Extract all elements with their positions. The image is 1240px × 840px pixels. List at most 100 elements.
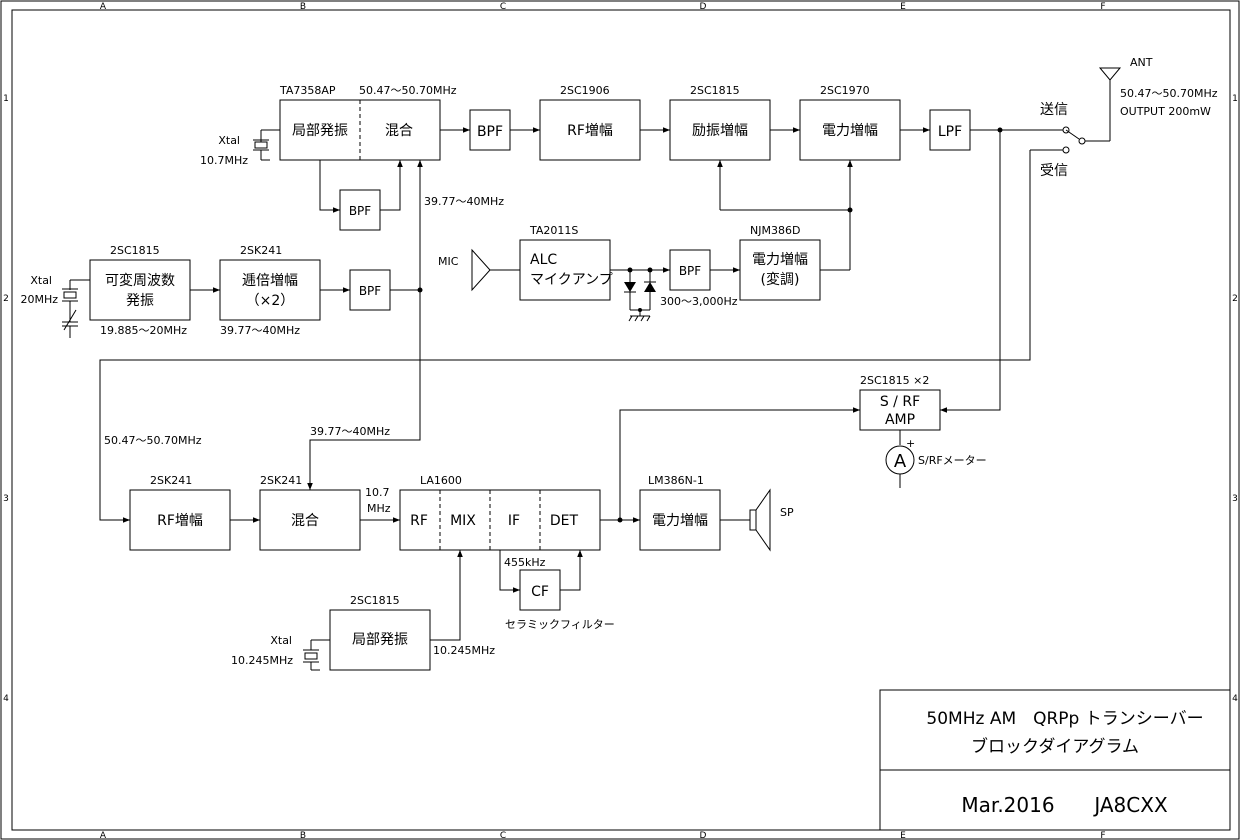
rf-amp-tx-label: RF増幅 xyxy=(567,123,613,139)
part-mixer-rx: 2SK241 xyxy=(260,474,302,487)
ant-output: OUTPUT 200mW xyxy=(1120,105,1211,118)
block-vfo: 2SC1815 可変周波数 発振 19.885～20MHz xyxy=(89,244,191,337)
lo-rx-freq: 10.245MHz xyxy=(433,644,495,657)
grid-row-left: 2 xyxy=(3,294,9,304)
part-la1600: LA1600 xyxy=(420,474,462,487)
meter-section: 2SC1815 ×2 S / RF AMP A + S/RFメーター xyxy=(619,130,1001,520)
block-tx-bpf: BPF xyxy=(469,109,511,151)
if1-unit: MHz xyxy=(367,502,391,515)
grid-row-left: 4 xyxy=(3,694,9,704)
block-driver: 2SC1815 励振増幅 xyxy=(669,84,771,161)
block-vfo-bpf: BPF xyxy=(349,269,391,311)
mic-label: MIC xyxy=(438,255,459,268)
alc-line2: マイクアンプ xyxy=(530,272,613,288)
freq-rx-in: 50.47～50.70MHz xyxy=(104,434,202,447)
la1600-det: DET xyxy=(550,513,579,529)
grid-col-top: A xyxy=(100,2,107,12)
part-lo-rx: 2SC1815 xyxy=(350,594,400,607)
grid-col-bottom: C xyxy=(500,831,506,840)
part-meter-amp: 2SC1815 ×2 xyxy=(860,374,929,387)
xtal1-label: Xtal xyxy=(218,134,240,147)
ant-label: ANT xyxy=(1130,56,1153,69)
mixer-rx-label: 混合 xyxy=(291,513,319,529)
rf-amp-rx-label: RF増幅 xyxy=(157,513,203,529)
freq-rx-lo: 39.77～40MHz xyxy=(310,425,390,438)
speaker-icon xyxy=(749,488,771,552)
grid-col-top: B xyxy=(300,2,306,12)
part-2sc1970: 2SC1970 xyxy=(820,84,870,97)
block-af-amp: LM386N-1 電力増幅 xyxy=(639,474,721,551)
mic-bpf-label: BPF xyxy=(679,264,701,278)
title-author: JA8CXX xyxy=(1092,793,1168,817)
crystal-20mhz: Xtal 20MHz xyxy=(20,274,90,338)
freq-lo-in: 39.77～40MHz xyxy=(424,195,504,208)
tx-label: 送信 xyxy=(1040,102,1068,118)
block-modulator: NJM386D 電力増幅 (変調) xyxy=(739,224,821,301)
vfo-freq: 19.885～20MHz xyxy=(100,324,187,337)
lo-rx-label: 局部発振 xyxy=(352,632,408,648)
grid-row-right: 3 xyxy=(1232,494,1238,504)
tx-bpf-label: BPF xyxy=(477,124,503,140)
grid-col-bottom: A xyxy=(100,831,107,840)
title-date: Mar.2016 xyxy=(961,793,1054,817)
block-alc: TA2011S ALC マイクアンプ xyxy=(519,224,613,301)
part-2sc1815-driver: 2SC1815 xyxy=(690,84,740,97)
la1600-if: IF xyxy=(508,513,520,529)
xtal3-freq: 10.245MHz xyxy=(231,654,293,667)
la1600-mix: MIX xyxy=(450,513,476,529)
grid-row-right: 1 xyxy=(1232,94,1238,104)
lpf-label: LPF xyxy=(938,124,962,140)
grid-references: A B C D E F A B C D E F 1 2 3 4 1 2 3 4 xyxy=(3,2,1238,840)
block-mic-bpf: BPF 300～3,000Hz xyxy=(660,249,738,308)
tx-chain: Xtal 10.7MHz TA7358AP 50.47～50.70MHz 局部発… xyxy=(200,84,1063,290)
meter-amp-line1: S / RF xyxy=(880,394,920,410)
block-lo-bpf: BPF xyxy=(319,160,403,231)
block-ta7358ap-mixer: 混合 xyxy=(385,123,413,139)
grid-col-top: D xyxy=(700,2,707,12)
doubler-freq: 39.77～40MHz xyxy=(220,324,300,337)
xtal2-label: Xtal xyxy=(30,274,52,287)
lo-bpf-label: BPF xyxy=(349,204,371,218)
cf-name: セラミックフィルター xyxy=(505,618,615,631)
af-amp-label: 電力増幅 xyxy=(652,513,708,529)
grid-col-top: F xyxy=(1100,2,1105,12)
cf-freq: 455kHz xyxy=(504,556,546,569)
part-af-amp: LM386N-1 xyxy=(648,474,704,487)
crystal-10-245mhz: Xtal 10.245MHz xyxy=(231,634,330,671)
driver-label: 励振増幅 xyxy=(692,123,748,139)
grid-col-bottom: B xyxy=(300,831,306,840)
rx-chain: 50.47～50.70MHz 2SK241 RF増幅 2SK241 混合 10.… xyxy=(104,434,794,671)
meter-plus: + xyxy=(906,437,915,450)
vfo-chain: Xtal 20MHz 2SC1815 可変周波数 発振 19.885～20MHz… xyxy=(20,244,423,490)
part-doubler: 2SK241 xyxy=(240,244,282,257)
doubler-line2: （×2） xyxy=(246,293,295,309)
title-line2: ブロックダイアグラム xyxy=(971,736,1139,757)
meter-symbol: A xyxy=(894,451,907,472)
block-lo-rx: 2SC1815 局部発振 10.245MHz xyxy=(329,594,495,671)
part-ta7358ap: TA7358AP xyxy=(279,84,336,97)
grid-col-bottom: E xyxy=(900,831,906,840)
modulator-line1: 電力増幅 xyxy=(752,252,808,268)
rx-label: 受信 xyxy=(1040,163,1068,179)
title-block: 50MHz AM QRPp トランシーバー ブロックダイアグラム Mar.201… xyxy=(879,689,1231,831)
modulator-line2: (変調) xyxy=(761,271,800,288)
xtal3-label: Xtal xyxy=(270,634,292,647)
block-lpf: LPF xyxy=(929,109,971,151)
grid-col-top: E xyxy=(900,2,906,12)
grid-row-right: 4 xyxy=(1232,694,1238,704)
modulator-chain: MIC TA2011S ALC マイクアンプ BPF 300～3,000Hz xyxy=(438,224,850,322)
grid-col-top: C xyxy=(500,2,506,12)
ant-freq: 50.47～50.70MHz xyxy=(1120,87,1218,100)
vfo-bpf-label: BPF xyxy=(359,284,381,298)
grid-row-left: 3 xyxy=(3,494,9,504)
crystal-10-7mhz: Xtal 10.7MHz xyxy=(200,129,281,167)
grid-col-bottom: D xyxy=(700,831,707,840)
block-ta7358ap-local-osc: 局部発振 xyxy=(292,123,348,139)
block-cf: CF 455kHz セラミックフィルター xyxy=(499,550,615,631)
block-rf-amp-tx: 2SC1906 RF増幅 xyxy=(539,84,641,161)
la1600-rf: RF xyxy=(410,513,428,529)
grid-row-left: 1 xyxy=(3,94,9,104)
block-ta7358ap: TA7358AP 50.47～50.70MHz 局部発振 混合 xyxy=(279,84,457,161)
